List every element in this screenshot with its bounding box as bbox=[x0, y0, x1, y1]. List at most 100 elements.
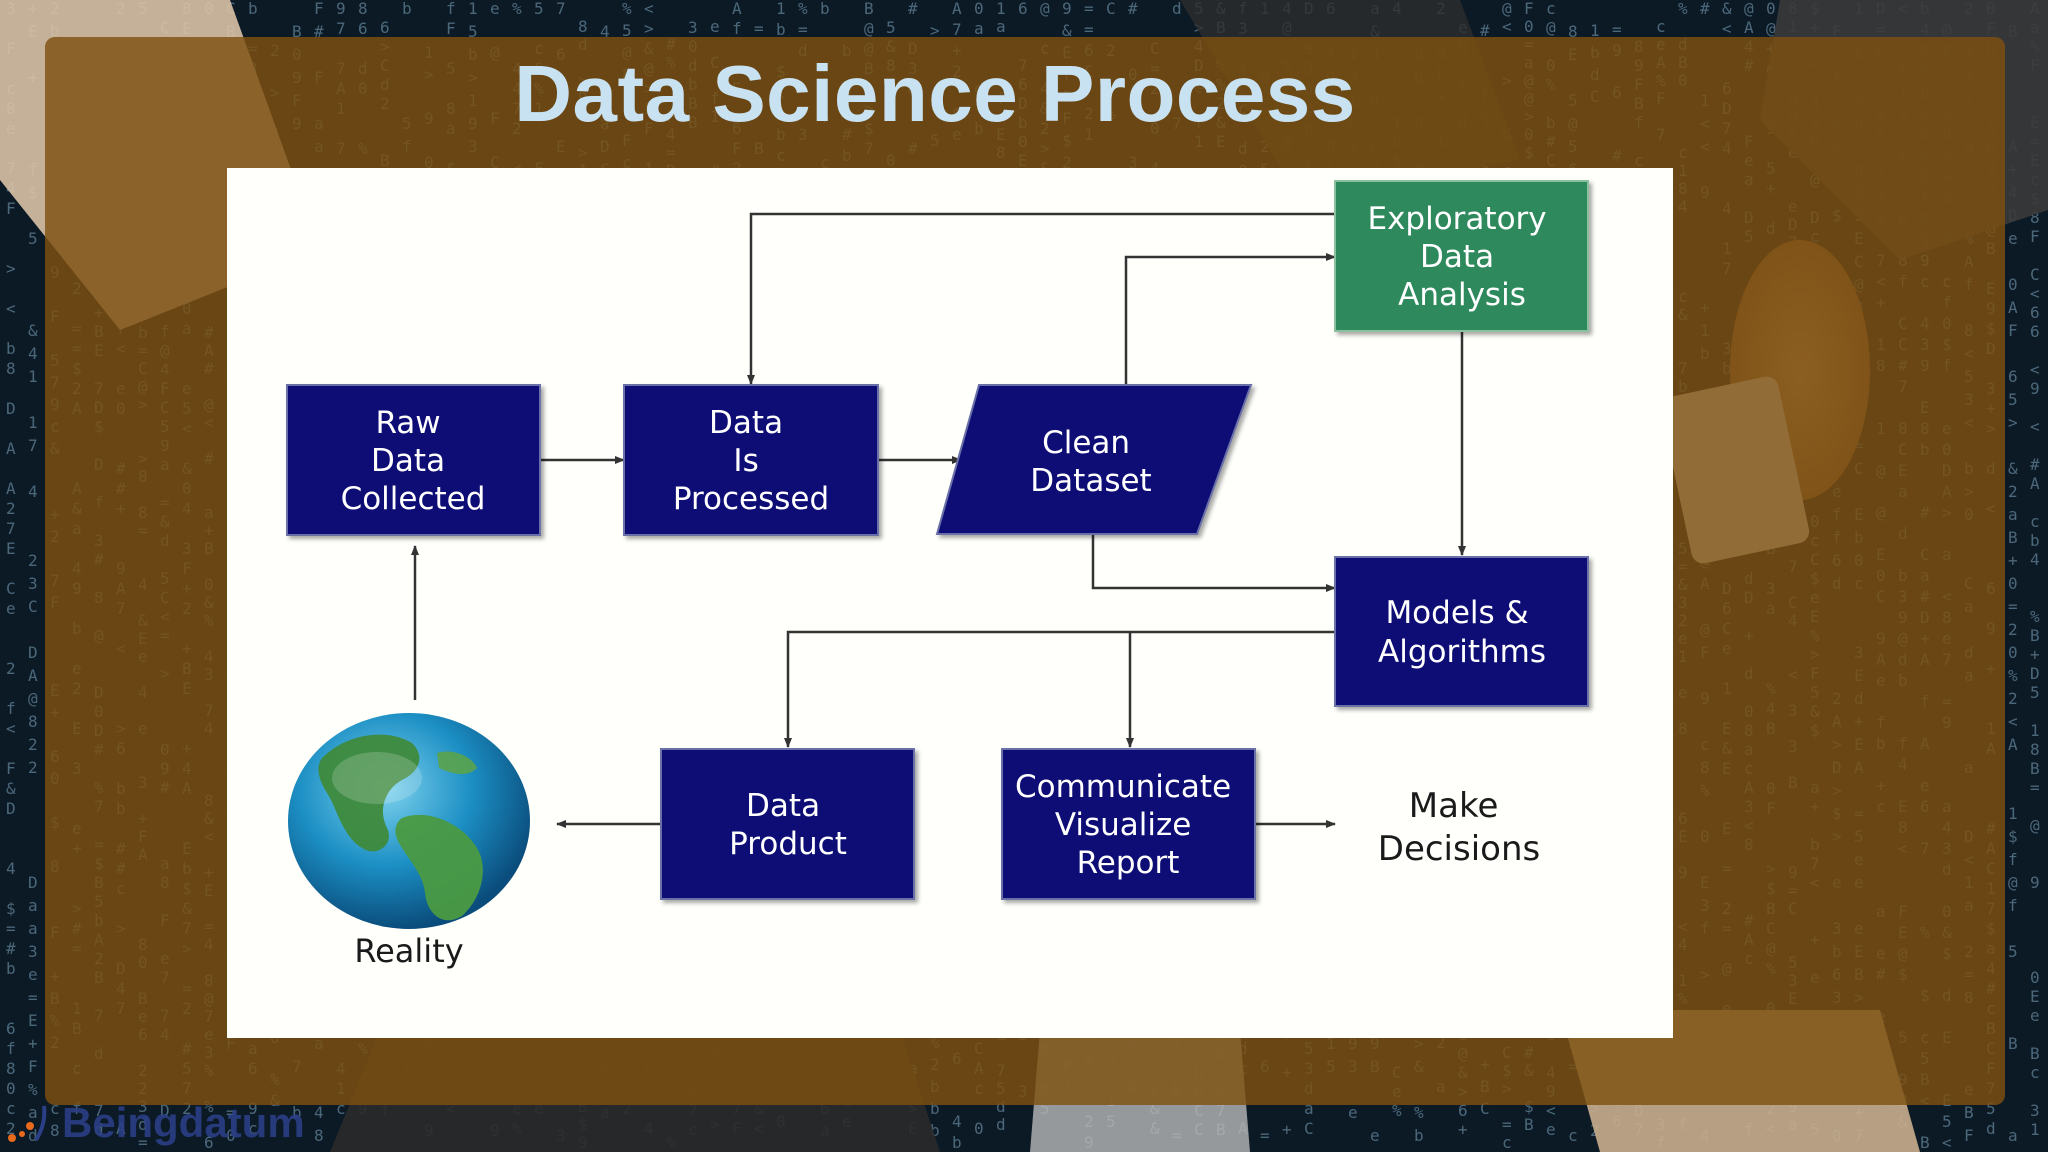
matrix-glyph: = bbox=[1084, 20, 1094, 39]
matrix-glyph: F bbox=[2030, 227, 2040, 246]
matrix-glyph: = bbox=[754, 19, 764, 38]
matrix-glyph: 5 bbox=[534, 0, 544, 18]
matrix-glyph: 8 bbox=[50, 1121, 60, 1140]
matrix-glyph: & bbox=[1062, 21, 1072, 40]
matrix-glyph: @ bbox=[1744, 0, 1754, 18]
matrix-glyph: A bbox=[2008, 298, 2018, 317]
node-communicate-line: Visualize bbox=[1055, 807, 1192, 843]
matrix-glyph: D bbox=[160, 1101, 170, 1120]
matrix-glyph: 4 bbox=[314, 1103, 324, 1122]
matrix-glyph: < bbox=[6, 719, 16, 738]
slide-title: Data Science Process bbox=[514, 49, 1356, 138]
matrix-glyph: b bbox=[2030, 531, 2040, 550]
matrix-glyph: B bbox=[2030, 1044, 2040, 1063]
node-communicate-line: Communicate bbox=[1015, 769, 1231, 805]
matrix-glyph: E bbox=[28, 1011, 38, 1030]
matrix-glyph: 0 bbox=[2030, 968, 2040, 987]
matrix-glyph: D bbox=[6, 799, 16, 818]
matrix-glyph: A bbox=[732, 0, 742, 18]
matrix-glyph: 2 bbox=[2008, 689, 2018, 708]
matrix-glyph: = bbox=[798, 20, 808, 39]
matrix-glyph: e bbox=[2030, 1006, 2040, 1025]
matrix-glyph: 8 bbox=[358, 0, 368, 18]
matrix-glyph: > bbox=[6, 259, 16, 278]
matrix-glyph: e bbox=[28, 965, 38, 984]
matrix-glyph: e bbox=[710, 17, 720, 36]
matrix-glyph: d bbox=[94, 1120, 104, 1139]
matrix-glyph: 0 bbox=[2008, 643, 2018, 662]
matrix-glyph: A bbox=[952, 0, 962, 18]
matrix-glyph: a bbox=[28, 919, 38, 938]
matrix-glyph: # bbox=[908, 0, 918, 18]
matrix-glyph: f bbox=[72, 1099, 82, 1118]
matrix-glyph: c bbox=[6, 1099, 16, 1118]
matrix-glyph: 9 bbox=[248, 1099, 258, 1118]
matrix-glyph: % bbox=[512, 0, 522, 18]
matrix-glyph: = bbox=[6, 919, 16, 938]
matrix-glyph: 7 bbox=[952, 20, 962, 39]
matrix-glyph: d bbox=[1986, 1119, 1996, 1138]
node-product-line: Product bbox=[729, 826, 847, 862]
matrix-glyph: 1 bbox=[28, 413, 38, 432]
process-diagram: Raw Data Collected Data Is Processed Cle… bbox=[286, 180, 1589, 970]
node-clean-dataset: Clean Dataset bbox=[935, 384, 1253, 535]
matrix-glyph: 2 bbox=[28, 551, 38, 570]
matrix-glyph: = bbox=[28, 988, 38, 1007]
matrix-glyph: 2 bbox=[2008, 482, 2018, 501]
matrix-glyph: = bbox=[138, 1133, 148, 1152]
matrix-glyph: % bbox=[2030, 607, 2040, 626]
matrix-glyph: e bbox=[490, 0, 500, 18]
matrix-glyph: + bbox=[1458, 1120, 1468, 1139]
matrix-glyph: 0 bbox=[1766, 0, 1776, 18]
matrix-glyph: 0 bbox=[1524, 17, 1534, 36]
matrix-glyph: 6 bbox=[2008, 367, 2018, 386]
matrix-glyph: 5 bbox=[622, 21, 632, 40]
matrix-glyph: 1 bbox=[2030, 721, 2040, 740]
matrix-glyph: 2 bbox=[182, 1099, 192, 1118]
matrix-glyph: $ bbox=[1524, 1097, 1534, 1116]
matrix-glyph: 8 bbox=[578, 17, 588, 36]
matrix-glyph: F bbox=[28, 1057, 38, 1076]
matrix-glyph: + bbox=[1282, 1120, 1292, 1139]
matrix-glyph: 4 bbox=[600, 22, 610, 41]
matrix-glyph: 0 bbox=[226, 1126, 236, 1145]
arrow-clean-to-models bbox=[1091, 534, 1336, 592]
matrix-glyph: < bbox=[2008, 712, 2018, 731]
matrix-glyph: a bbox=[2008, 505, 2018, 524]
matrix-glyph: = bbox=[1260, 1126, 1270, 1145]
matrix-glyph: b bbox=[6, 959, 16, 978]
matrix-glyph: # bbox=[1128, 0, 1138, 18]
matrix-glyph: e bbox=[1546, 1120, 1556, 1139]
matrix-glyph: < bbox=[1722, 19, 1732, 38]
matrix-glyph: # bbox=[2030, 455, 2040, 474]
matrix-glyph: < bbox=[2030, 284, 2040, 303]
matrix-glyph: $ bbox=[6, 899, 16, 918]
node-eda-line: Analysis bbox=[1398, 277, 1526, 313]
matrix-glyph: > bbox=[2008, 413, 2018, 432]
matrix-glyph: F bbox=[1524, 0, 1534, 18]
matrix-glyph: f bbox=[6, 1039, 16, 1058]
matrix-glyph: e bbox=[1348, 1103, 1358, 1122]
matrix-glyph: d bbox=[996, 1097, 1006, 1116]
matrix-glyph: < bbox=[6, 299, 16, 318]
matrix-glyph: 4 bbox=[28, 344, 38, 363]
matrix-glyph: A bbox=[6, 479, 16, 498]
matrix-glyph: b bbox=[820, 0, 830, 18]
node-data-product: Data Product bbox=[660, 748, 915, 900]
matrix-glyph: @ bbox=[1040, 0, 1050, 18]
matrix-glyph: 1 bbox=[28, 367, 38, 386]
matrix-glyph: b bbox=[930, 1121, 940, 1140]
matrix-glyph: c bbox=[248, 1119, 258, 1138]
matrix-glyph: B bbox=[2008, 528, 2018, 547]
matrix-glyph: 1 bbox=[2030, 1120, 2040, 1139]
node-models-line: Algorithms bbox=[1378, 634, 1546, 670]
matrix-glyph: 1 bbox=[776, 0, 786, 18]
matrix-glyph: & bbox=[1722, 0, 1732, 18]
matrix-glyph: A bbox=[1744, 18, 1754, 37]
matrix-glyph: 0 bbox=[2008, 574, 2018, 593]
matrix-glyph: F bbox=[446, 19, 456, 38]
matrix-glyph: < bbox=[2030, 360, 2040, 379]
matrix-glyph: A bbox=[28, 666, 38, 685]
matrix-glyph: > bbox=[930, 21, 940, 40]
connectors bbox=[411, 212, 1466, 828]
